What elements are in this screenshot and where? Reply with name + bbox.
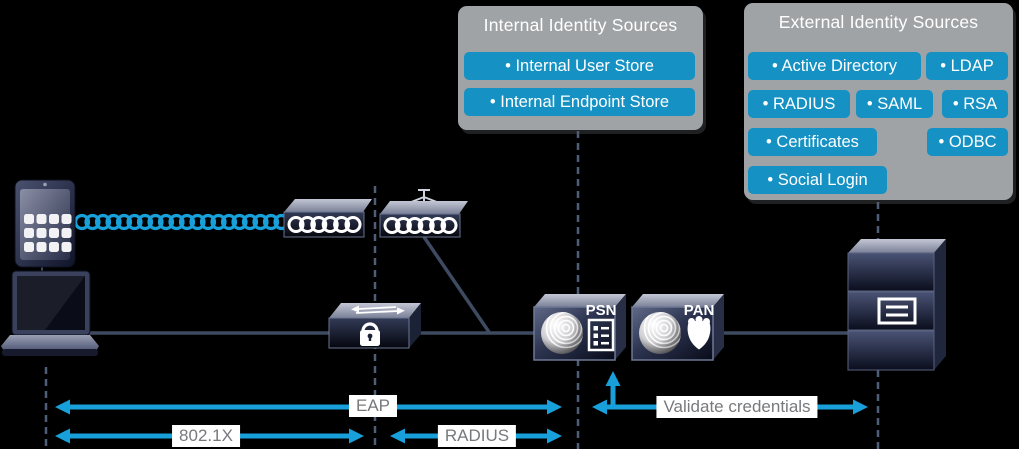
arrowheads: [55, 371, 868, 444]
lock-icon: [360, 322, 380, 346]
eap-label: EAP: [348, 395, 398, 417]
internal-panel-title: Internal Identity Sources: [483, 15, 678, 35]
fingerprint-sphere-icon: [541, 312, 583, 354]
chip-radius: • RADIUS: [748, 90, 850, 118]
external-identity-sources-panel: External Identity Sources • Active Direc…: [744, 3, 1013, 200]
chip-active-directory: • Active Directory: [748, 52, 921, 80]
chip-saml: • SAML: [856, 90, 933, 118]
coil-icon: [287, 216, 362, 233]
server-icon: [847, 239, 946, 371]
chip-rsa: • RSA: [942, 90, 1008, 118]
external-panel-title: External Identity Sources: [778, 12, 979, 32]
switch-arrows-icon: [355, 306, 399, 314]
wireless-controller-icon: [379, 189, 468, 238]
radius-label: RADIUS: [437, 425, 517, 447]
laptop-icon: [1, 270, 99, 356]
wireless-link-icon: [73, 213, 290, 231]
chip-odbc: • ODBC: [927, 128, 1008, 156]
pan-label: PAN: [684, 302, 715, 319]
internal-identity-sources-panel: Internal Identity Sources • Internal Use…: [458, 6, 703, 130]
validate-credentials-label: Validate credentials: [656, 396, 818, 418]
network-links: [41, 236, 852, 335]
coil-icon: [383, 217, 458, 234]
database-card-icon: [877, 297, 917, 325]
chip-ldap: • LDAP: [926, 52, 1008, 80]
keypad-icon: [24, 214, 72, 252]
badge-icon: [687, 316, 711, 350]
chip-internal-endpoint-store: • Internal Endpoint Store: [464, 88, 695, 116]
secure-switch-icon: [328, 303, 421, 349]
list-document-icon: [587, 318, 615, 352]
chip-certificates: • Certificates: [748, 128, 877, 156]
chip-internal-user-store: • Internal User Store: [464, 52, 695, 80]
tablet-icon: [14, 179, 76, 268]
access-point-icon: [283, 199, 372, 238]
dot1x-label: 802.1X: [172, 425, 240, 447]
camera-dot-icon: [43, 182, 47, 187]
psn-label: PSN: [586, 302, 617, 319]
chip-social-login: • Social Login: [748, 166, 887, 194]
